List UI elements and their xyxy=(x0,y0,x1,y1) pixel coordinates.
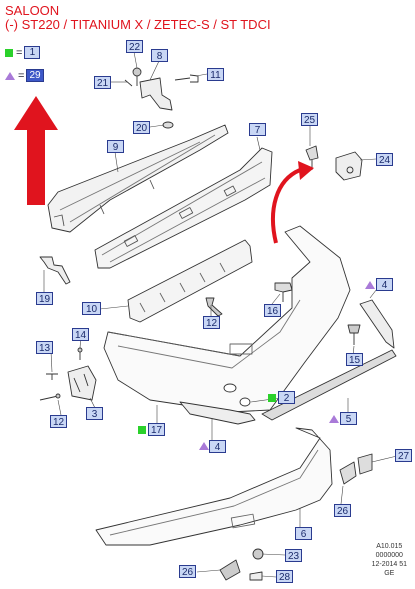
callout-25[interactable]: 25 xyxy=(301,113,318,126)
callout-11[interactable]: 11 xyxy=(207,68,224,81)
reference-date: 12-2014 51 xyxy=(371,561,407,568)
callout-7[interactable]: 7 xyxy=(249,123,266,136)
callout-5[interactable]: 5 xyxy=(340,412,357,425)
impact-absorber-outline xyxy=(47,124,229,233)
legend-green: = 1 xyxy=(5,46,41,59)
callout-13[interactable]: 13 xyxy=(36,341,53,354)
callout-9[interactable]: 9 xyxy=(107,140,124,153)
callout-4-right[interactable]: 4 xyxy=(376,278,393,291)
lower-trim-outline xyxy=(179,401,256,425)
callout-22[interactable]: 22 xyxy=(126,40,143,53)
callout-12-left[interactable]: 12 xyxy=(50,415,67,428)
reference-code: A10.015 xyxy=(376,543,403,550)
callout-10[interactable]: 10 xyxy=(82,302,101,315)
support-bracket-outline xyxy=(139,77,173,111)
purple-triangle-icon xyxy=(329,415,339,423)
diagram-title: SALOON xyxy=(5,3,60,18)
right-side-trim-outline xyxy=(359,299,395,349)
purple-triangle-icon xyxy=(365,281,375,289)
callout-16[interactable]: 16 xyxy=(264,304,281,317)
callout-27[interactable]: 27 xyxy=(395,449,412,462)
callout-4-lower[interactable]: 4 xyxy=(209,440,226,453)
reference-region: GE xyxy=(384,570,395,577)
reference-number: 0000000 xyxy=(375,552,403,559)
callout-14[interactable]: 14 xyxy=(72,328,89,341)
callout-26-left[interactable]: 26 xyxy=(179,565,196,578)
legend-purple-value[interactable]: 29 xyxy=(26,69,44,82)
rear-diffuser-outline xyxy=(95,427,333,546)
callout-15[interactable]: 15 xyxy=(346,353,363,366)
callout-2[interactable]: 2 xyxy=(278,391,295,404)
callout-3[interactable]: 3 xyxy=(86,407,103,420)
callout-6[interactable]: 6 xyxy=(295,527,312,540)
legend-green-value[interactable]: 1 xyxy=(24,46,41,59)
callout-20[interactable]: 20 xyxy=(133,121,150,134)
diagram-variant-subtitle: (-) ST220 / TITANIUM X / ZETEC-S / ST TD… xyxy=(5,17,271,32)
legend-eq: = xyxy=(16,46,23,59)
red-curved-arrow-icon xyxy=(271,168,301,244)
bumper-cover-outline xyxy=(103,225,351,413)
callout-17[interactable]: 17 xyxy=(148,423,165,436)
callout-21[interactable]: 21 xyxy=(94,76,111,89)
green-square-icon xyxy=(268,394,276,402)
green-square-icon xyxy=(5,48,13,57)
callout-26-right[interactable]: 26 xyxy=(334,504,351,517)
callout-19[interactable]: 19 xyxy=(36,292,53,305)
purple-triangle-icon xyxy=(199,442,209,450)
red-up-arrow-icon xyxy=(14,96,58,205)
reference-block: A10.015 0000000 12-2014 51 GE xyxy=(372,542,407,578)
callout-8[interactable]: 8 xyxy=(151,49,168,62)
callout-24[interactable]: 24 xyxy=(376,153,393,166)
center-bracket-outline xyxy=(127,239,253,323)
callout-28[interactable]: 28 xyxy=(276,570,293,583)
legend-purple: = 29 xyxy=(5,69,44,82)
purple-triangle-icon xyxy=(5,71,15,80)
green-square-icon xyxy=(138,426,146,434)
legend-eq: = xyxy=(18,69,25,82)
callout-12-middle[interactable]: 12 xyxy=(203,316,220,329)
callout-23[interactable]: 23 xyxy=(285,549,302,562)
